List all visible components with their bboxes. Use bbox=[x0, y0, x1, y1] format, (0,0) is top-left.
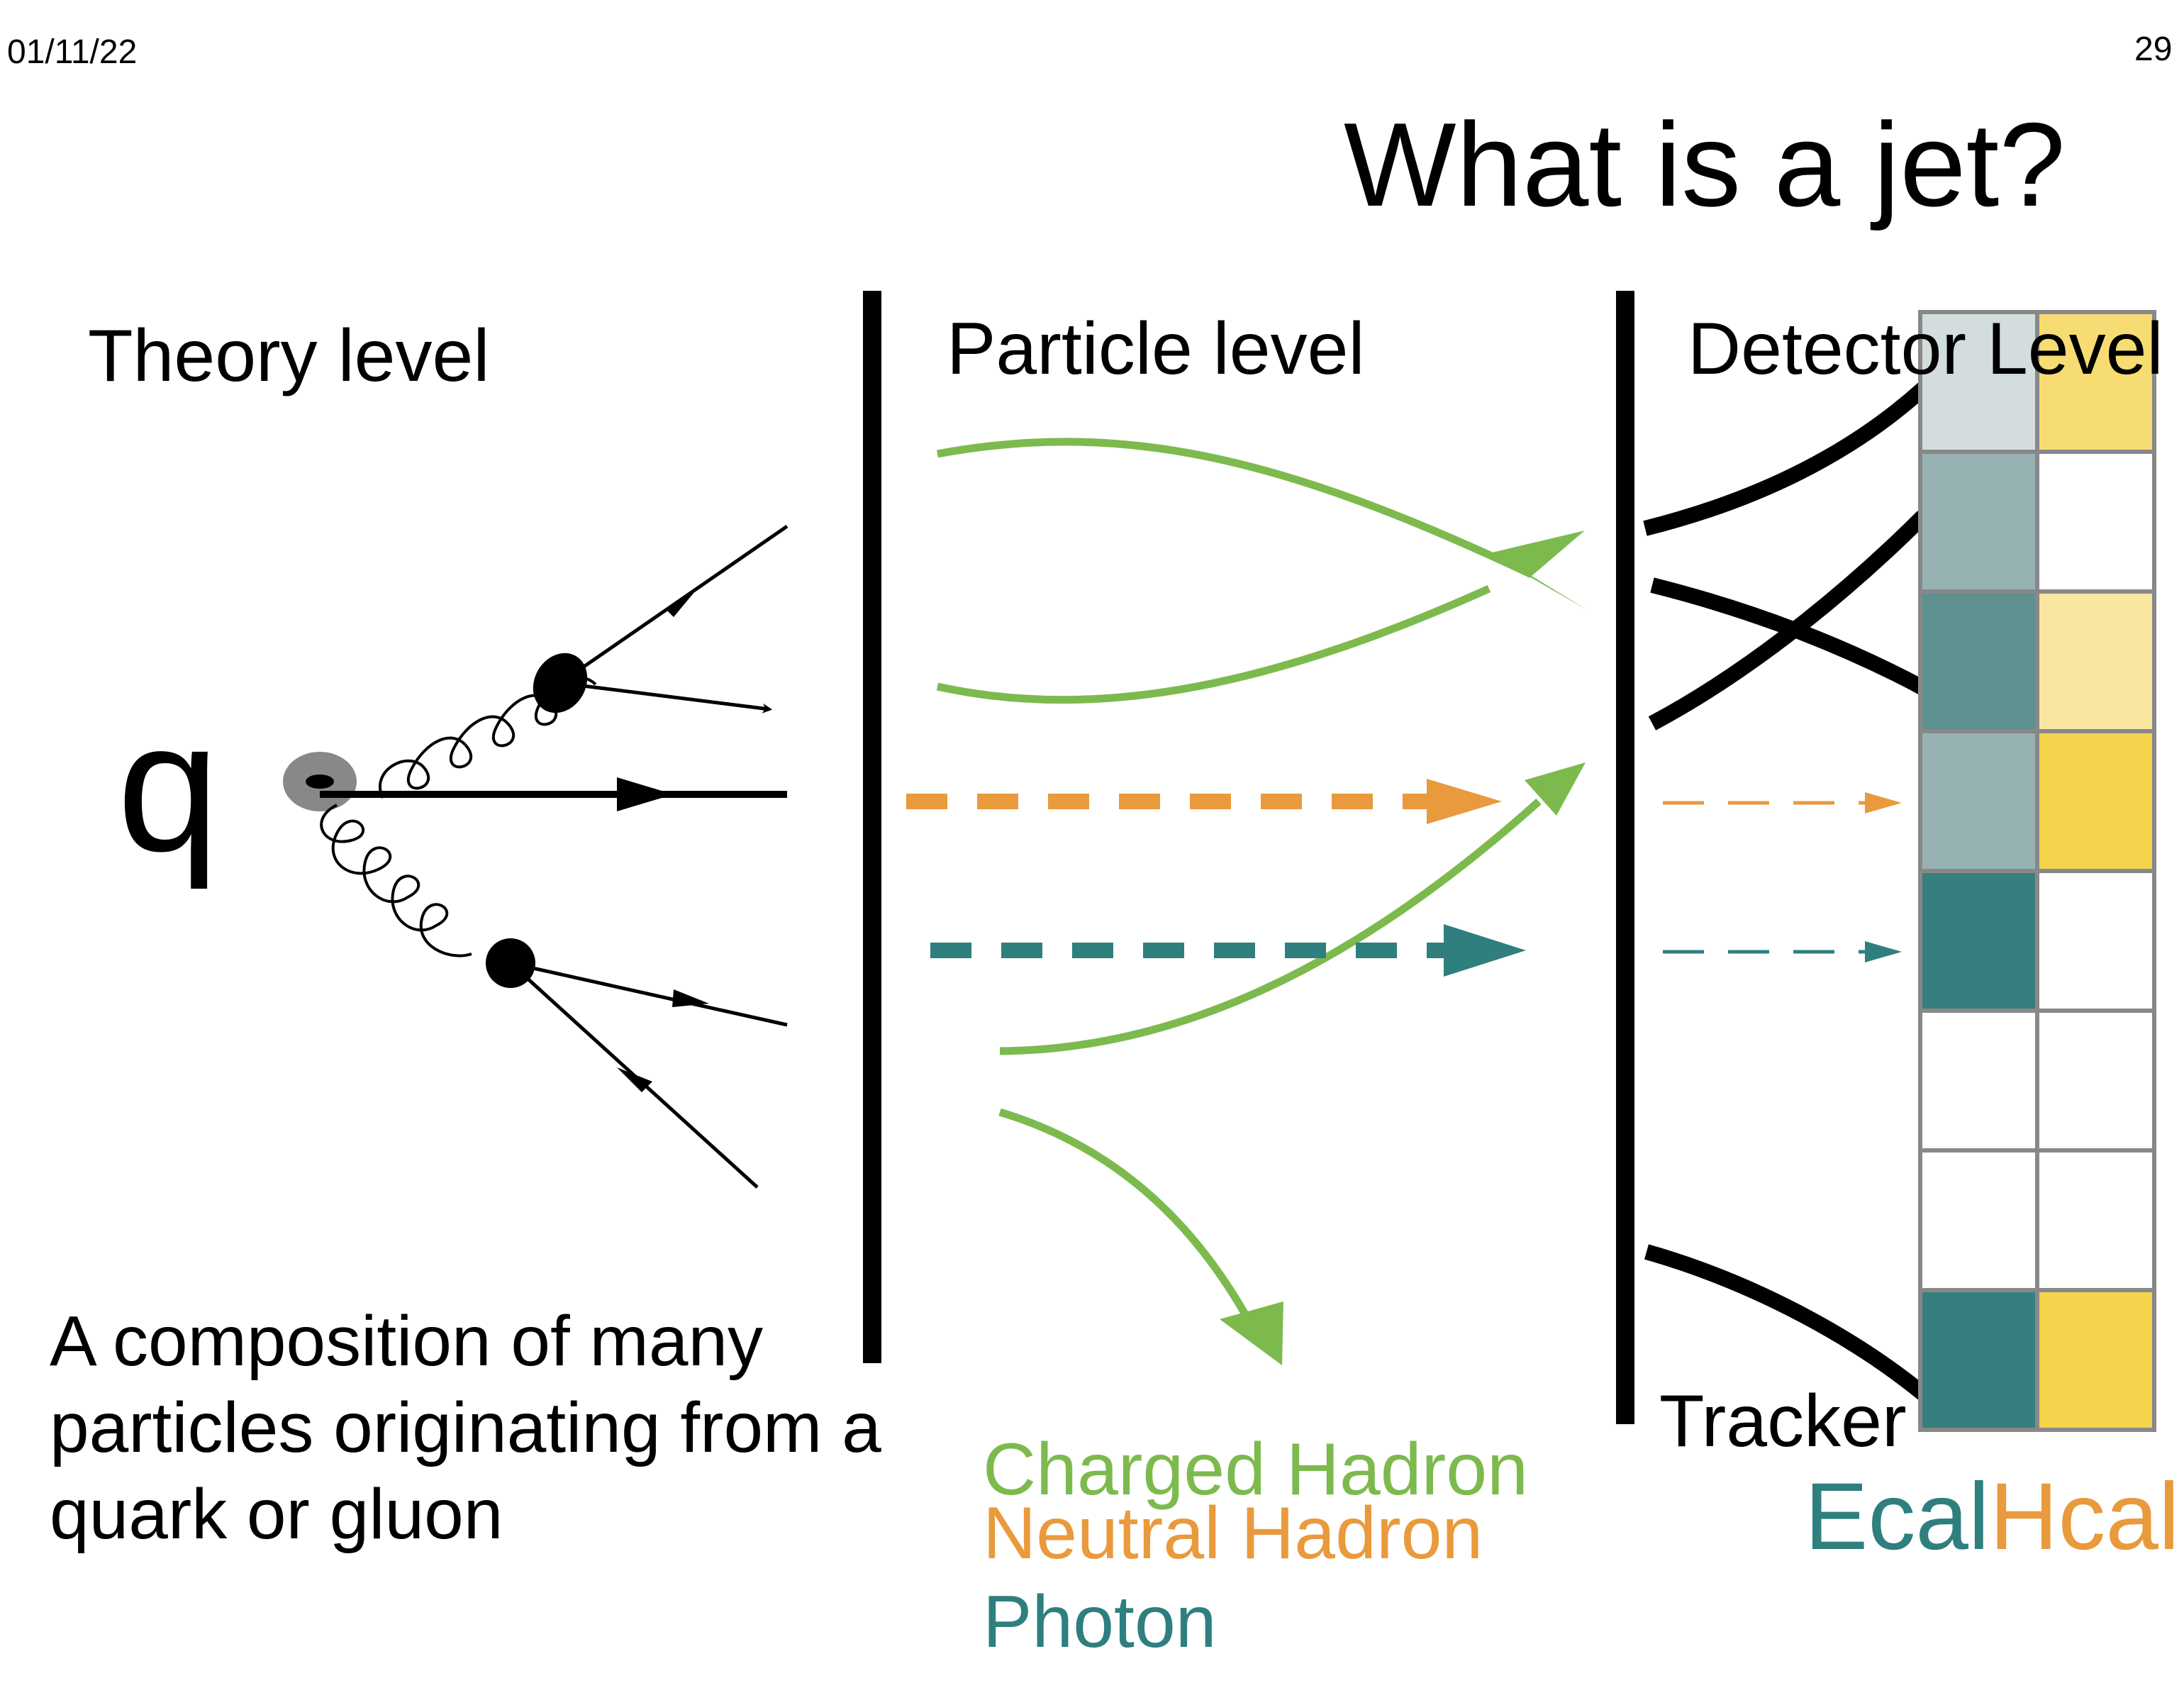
ecal-hcal-label: EcalHcal bbox=[1805, 1470, 2180, 1565]
particle-tracks bbox=[906, 438, 1587, 1365]
description-line: quark or gluon bbox=[50, 1475, 503, 1554]
particle-level-heading: Particle level bbox=[947, 308, 1365, 390]
theory-level-heading: Theory level bbox=[88, 315, 490, 397]
charged-arrow-3 bbox=[1525, 762, 1586, 816]
description-line: particles originating from a bbox=[50, 1388, 881, 1467]
legend-charged-hadron: Charged Hadron bbox=[983, 1428, 1528, 1511]
detector-level-heading: Detector Level bbox=[1688, 308, 2163, 390]
detector-tracks bbox=[1643, 382, 1929, 1400]
ecal-cell bbox=[1918, 1009, 2039, 1153]
lower-gluon bbox=[320, 804, 472, 957]
lower-line-1 bbox=[510, 961, 788, 1027]
neutral-hadron-arrow bbox=[1427, 779, 1502, 824]
ecal-cell bbox=[1918, 450, 2039, 594]
hcal-cell bbox=[2035, 450, 2156, 594]
upper-line-2 bbox=[559, 681, 773, 713]
detector-neutral-arrow bbox=[1865, 792, 1902, 814]
lower-line-1-arrow bbox=[672, 989, 709, 1007]
charged-arrow-4 bbox=[1220, 1301, 1283, 1365]
tracker-hit-2 bbox=[1648, 511, 1929, 731]
description-line: A composition of many bbox=[50, 1301, 764, 1381]
charged-track-4 bbox=[998, 1108, 1252, 1321]
tracker-label: Tracker bbox=[1659, 1380, 1907, 1462]
hcal-cell bbox=[2035, 1148, 2156, 1292]
ecal-label: Ecal bbox=[1805, 1464, 1990, 1570]
hcal-label: Hcal bbox=[1989, 1464, 2180, 1570]
ecal-cell bbox=[1918, 589, 2039, 733]
ecal-cell bbox=[1918, 729, 2039, 873]
tracker-hit-1 bbox=[1643, 382, 1929, 536]
hcal-cell bbox=[2035, 869, 2156, 1013]
calorimeter-grid bbox=[1918, 310, 2156, 1432]
ecal-cell bbox=[1918, 869, 2039, 1013]
upper-line-1-arrow bbox=[667, 587, 698, 617]
charged-arrow-1 bbox=[1489, 531, 1587, 610]
slide-title: What is a jet? bbox=[1344, 98, 2066, 231]
upper-line-1 bbox=[559, 524, 789, 685]
slide-date: 01/11/22 bbox=[7, 33, 138, 71]
charged-track-1 bbox=[936, 438, 1534, 578]
lower-line-2-arrow bbox=[617, 1067, 652, 1092]
theory-description: A composition of many particles originat… bbox=[50, 1298, 881, 1557]
hcal-cell bbox=[2035, 310, 2156, 454]
ecal-cell bbox=[1918, 1288, 2039, 1432]
hcal-cell bbox=[2035, 589, 2156, 733]
quark-core bbox=[306, 774, 334, 789]
hcal-cell bbox=[2035, 1009, 2156, 1153]
detector-photon-arrow bbox=[1865, 941, 1902, 962]
hcal-cell bbox=[2035, 729, 2156, 873]
photon-arrow bbox=[1444, 924, 1526, 977]
charged-track-2 bbox=[936, 584, 1491, 704]
page-number: 29 bbox=[2134, 30, 2173, 68]
ecal-cell bbox=[1918, 1148, 2039, 1292]
feynman-diagram bbox=[283, 524, 789, 1189]
hcal-cell bbox=[2035, 1288, 2156, 1432]
legend-neutral-hadron: Neutral Hadron bbox=[983, 1492, 1483, 1575]
upper-gluon bbox=[379, 676, 597, 799]
legend-photon: Photon bbox=[983, 1581, 1217, 1663]
tracker-hit-3 bbox=[1650, 577, 1927, 695]
quark-symbol: q bbox=[117, 684, 220, 890]
charged-track-3 bbox=[999, 798, 1542, 1055]
tracker-hit-4 bbox=[1644, 1244, 1928, 1400]
quark-line-arrow bbox=[617, 777, 674, 811]
